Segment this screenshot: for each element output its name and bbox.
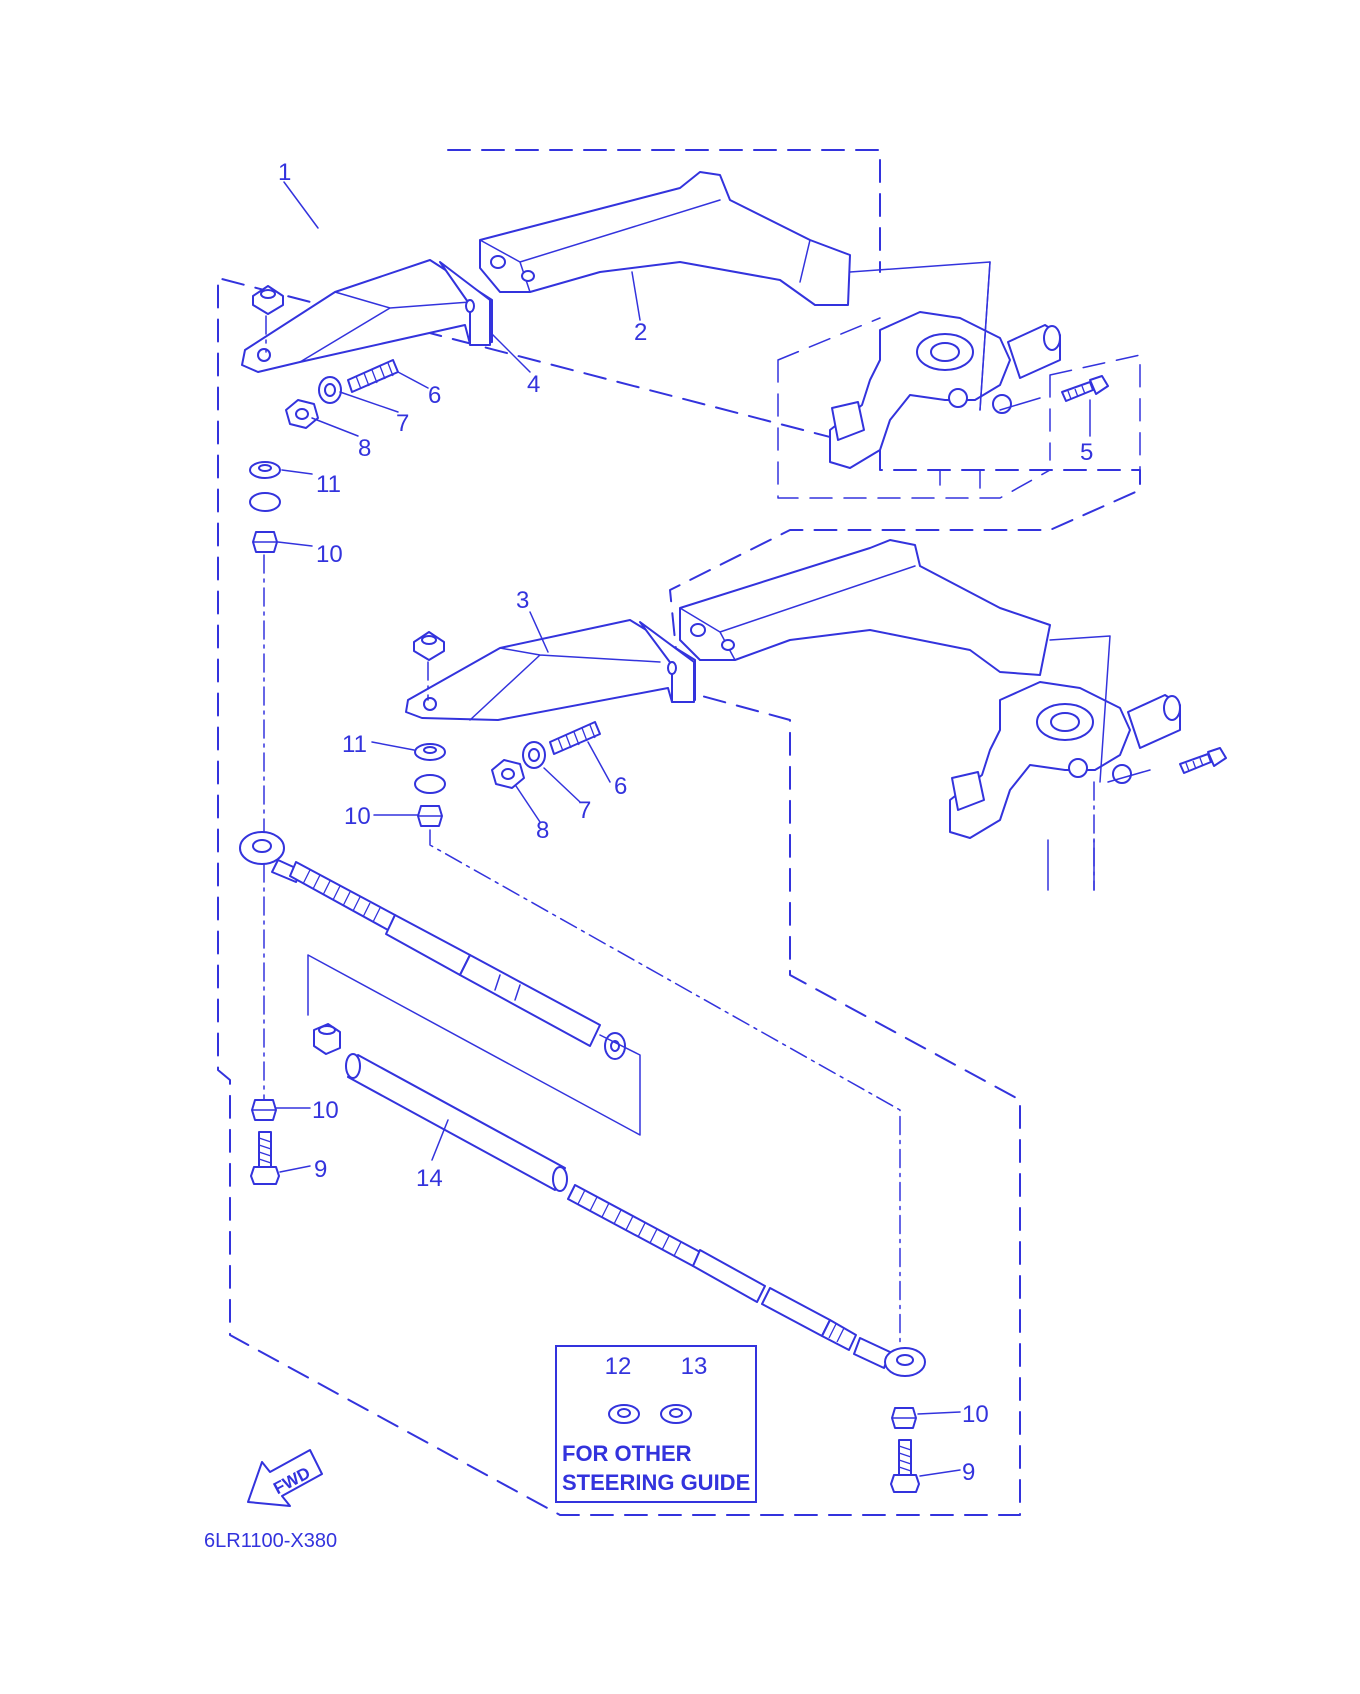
label-part-6-lower: 6 [614, 773, 627, 800]
fwd-arrow-icon [247, 1449, 323, 1507]
label-part-7-upper: 7 [396, 410, 409, 437]
kit-outline [217, 149, 1141, 1516]
bushing-10-upper [252, 531, 278, 553]
swivel-bracket-lower [949, 681, 1181, 891]
label-part-8-upper: 8 [358, 435, 371, 462]
bracket-upper [241, 259, 493, 373]
label-part-13: 13 [681, 1353, 708, 1380]
label-part-10-right-bottom: 10 [962, 1401, 989, 1428]
screw-6-lower [549, 721, 601, 755]
label-part-1: 1 [278, 159, 291, 186]
label-part-9-right: 9 [962, 1459, 975, 1486]
bolt-lower [1179, 747, 1227, 774]
bolt-9-right [890, 1439, 920, 1493]
small-nut [313, 1023, 341, 1055]
tie-bar-lower [679, 539, 1051, 676]
label-part-14: 14 [416, 1165, 443, 1192]
sleeve-frame [307, 954, 641, 1136]
note-box [555, 1345, 757, 1503]
swivel-bracket-upper [829, 311, 1061, 489]
bolt-kit-outline [1049, 354, 1141, 471]
tie-bar-upper [479, 171, 851, 306]
label-part-7-lower: 7 [578, 797, 591, 824]
leader-lines [275, 181, 1091, 1477]
label-part-10-left-bottom: 10 [312, 1097, 339, 1124]
bolt-5 [1061, 375, 1109, 402]
label-part-6-upper: 6 [428, 382, 441, 409]
label-part-10-lower: 10 [344, 803, 371, 830]
nut-8-lower [491, 759, 525, 789]
nut-8-upper [285, 399, 319, 429]
label-part-11-lower: 11 [342, 731, 367, 758]
bushing-10-right-bottom [891, 1407, 917, 1429]
tie-rod-lower [567, 1184, 891, 1369]
label-part-11-upper: 11 [316, 471, 341, 498]
note-text-line-1: FOR OTHER [562, 1441, 692, 1466]
label-part-8-lower: 8 [536, 817, 549, 844]
spacer-upper [249, 492, 281, 512]
label-part-10-upper: 10 [316, 541, 343, 568]
label-part-2: 2 [634, 319, 647, 346]
tie-rod-end-right [884, 1347, 926, 1377]
nut-top-lower [413, 631, 445, 701]
label-part-12: 12 [605, 1353, 632, 1380]
note-text-line-2: STEERING GUIDE [562, 1470, 750, 1495]
tie-rod-upper-tube [289, 861, 626, 1060]
bolt-9-left [250, 1131, 280, 1185]
bushing-10-lower [417, 805, 443, 827]
nut-top-upper [252, 285, 284, 353]
drawing-code: 6LR1100-X380 [204, 1530, 337, 1552]
label-part-5: 5 [1080, 439, 1093, 466]
label-part-3: 3 [516, 587, 529, 614]
upper-bracket-outline [777, 317, 1051, 499]
spacer-lower [414, 774, 446, 794]
bushing-10-left-bottom [251, 1099, 277, 1121]
sleeve-tube-14 [345, 1053, 568, 1192]
bracket-lower [405, 619, 696, 721]
screw-6-upper [347, 359, 399, 393]
label-part-4: 4 [527, 371, 540, 398]
label-part-9-left: 9 [314, 1156, 327, 1183]
